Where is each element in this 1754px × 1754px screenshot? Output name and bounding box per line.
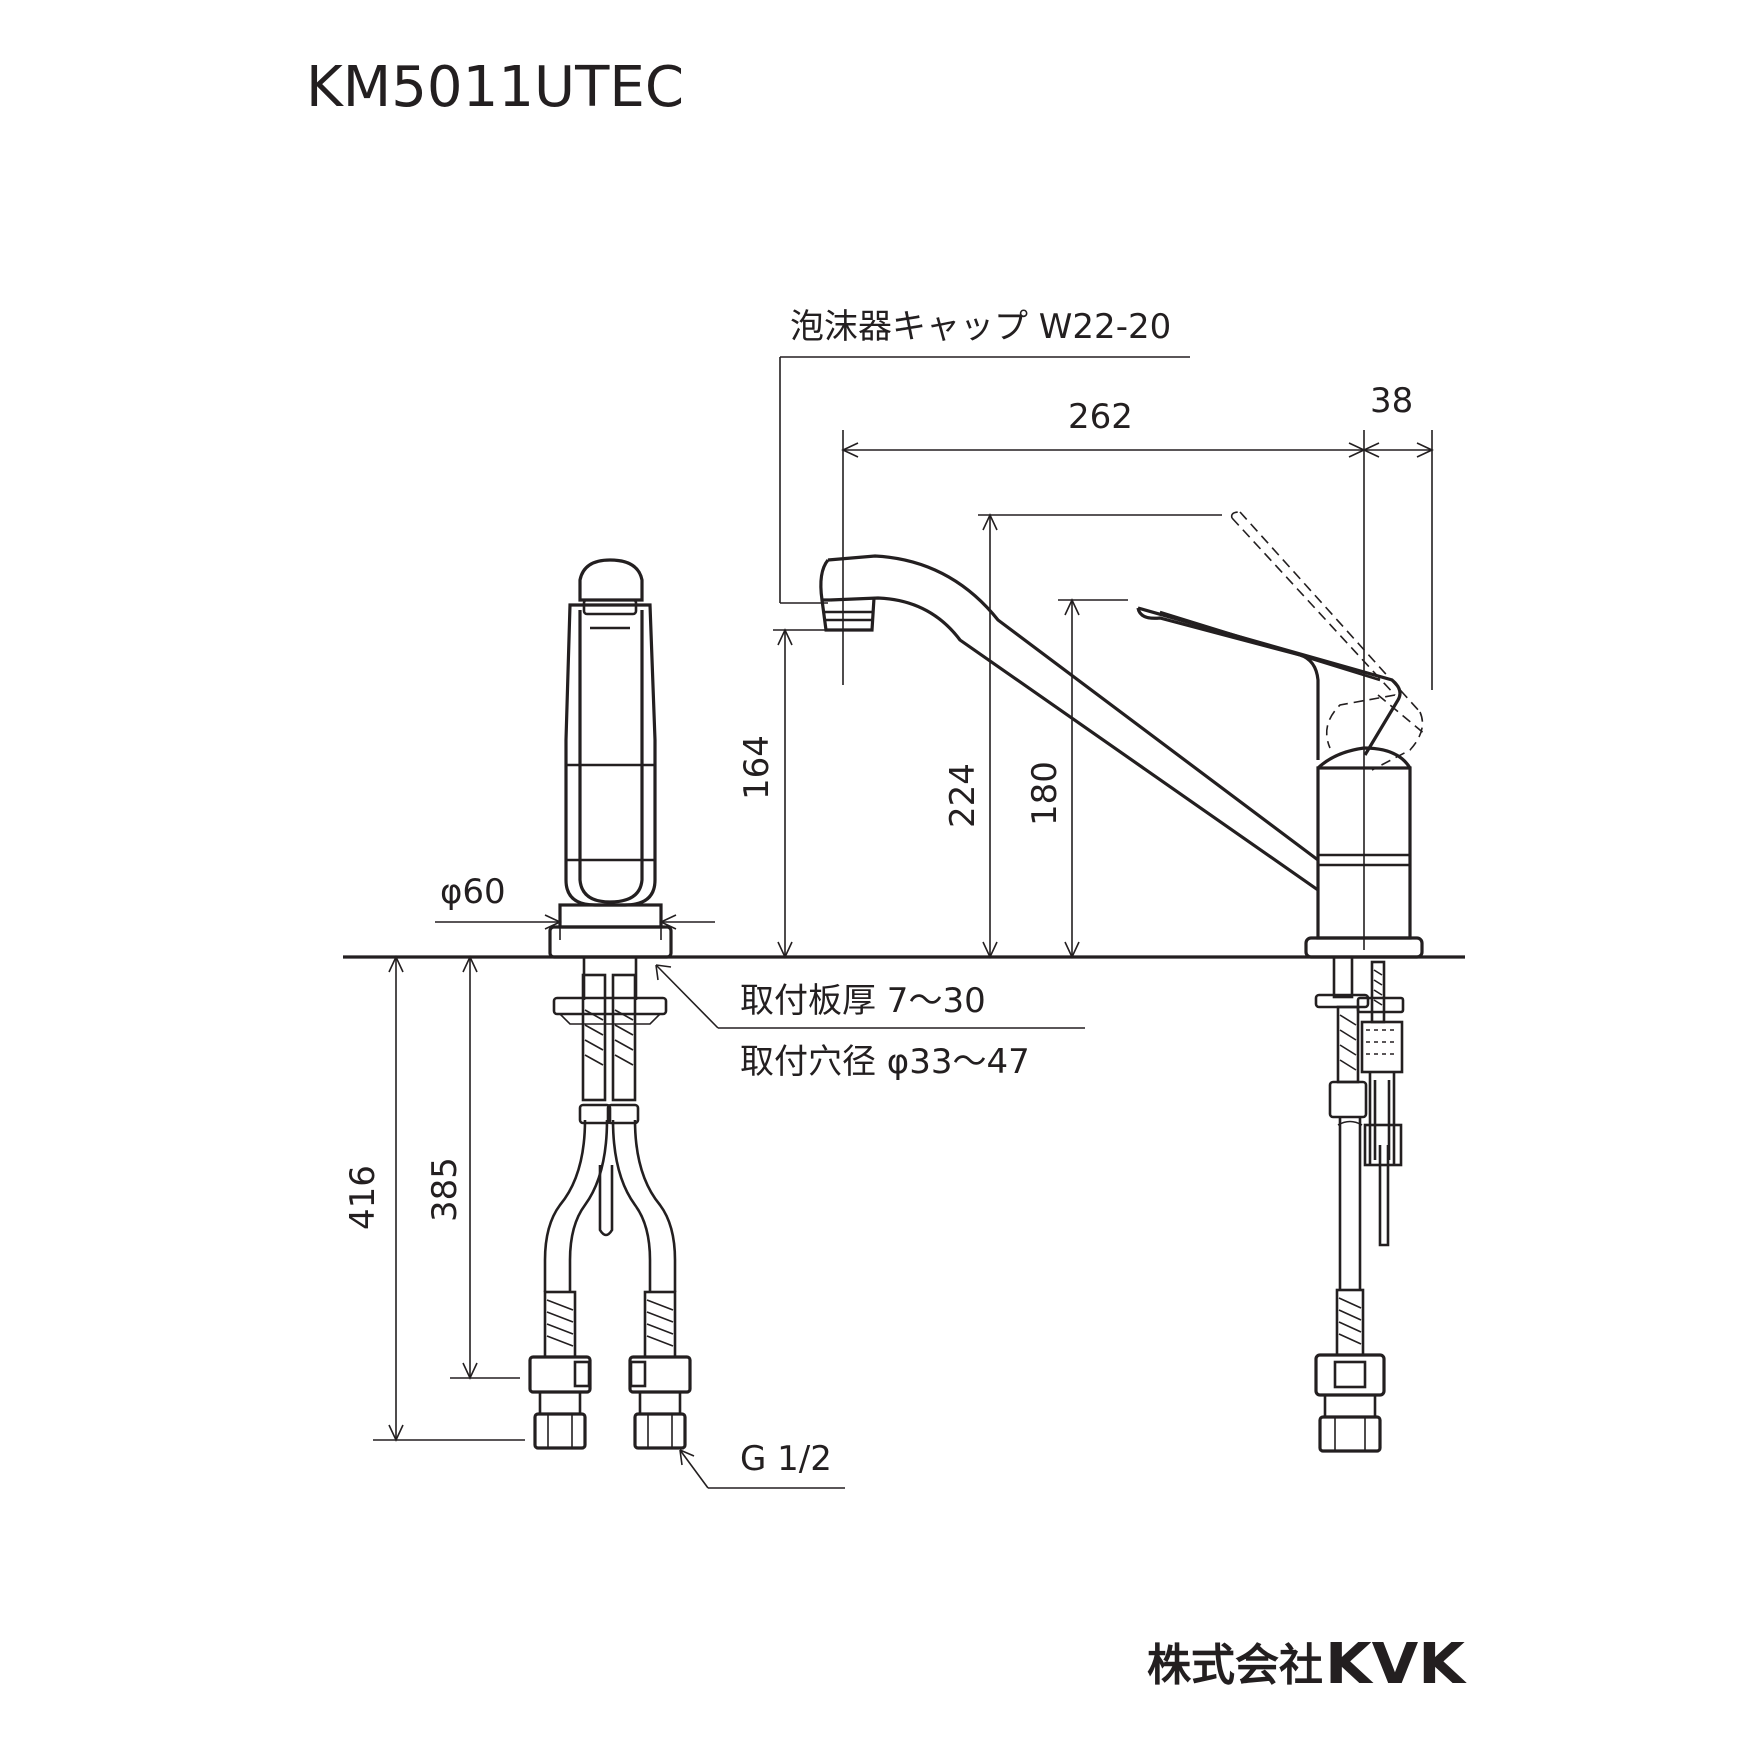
label-38: 38 bbox=[1370, 381, 1413, 421]
dimension-262: 262 bbox=[841, 397, 1366, 950]
label-180: 180 bbox=[1025, 761, 1065, 826]
label-plate-thickness: 取付板厚 7〜30 bbox=[740, 981, 986, 1021]
label-416: 416 bbox=[343, 1165, 383, 1230]
label-164: 164 bbox=[737, 735, 777, 800]
leader-aerator: 泡沫器キャップ W22-20 bbox=[779, 307, 1190, 604]
front-view bbox=[528, 558, 692, 1450]
label-thread: G 1/2 bbox=[740, 1439, 832, 1479]
brand-prefix: 株式会社 bbox=[1147, 1640, 1323, 1691]
dimension-385: 385 bbox=[425, 955, 520, 1380]
label-hole-diameter: 取付穴径 φ33〜47 bbox=[740, 1042, 1030, 1082]
label-262: 262 bbox=[1068, 397, 1133, 437]
dimension-phi60: φ60 bbox=[435, 872, 715, 940]
dimension-224: 224 bbox=[943, 513, 1222, 959]
brand-logo: 株式会社 KVK bbox=[1147, 1632, 1468, 1697]
leader-thread: G 1/2 bbox=[679, 1439, 845, 1489]
dimension-164: 164 bbox=[737, 628, 828, 959]
leader-mounting: 取付板厚 7〜30 取付穴径 φ33〜47 bbox=[655, 964, 1085, 1082]
model-title: KM5011UTEC bbox=[306, 55, 684, 120]
dimension-416: 416 bbox=[343, 955, 525, 1442]
dimension-180: 180 bbox=[1025, 598, 1128, 959]
dimension-38: 38 bbox=[1362, 381, 1434, 690]
label-aerator-cap: 泡沫器キャップ W22-20 bbox=[790, 307, 1171, 347]
label-385: 385 bbox=[425, 1157, 465, 1222]
label-phi60: φ60 bbox=[440, 872, 506, 912]
brand-name: KVK bbox=[1325, 1632, 1468, 1697]
label-224: 224 bbox=[943, 763, 983, 828]
